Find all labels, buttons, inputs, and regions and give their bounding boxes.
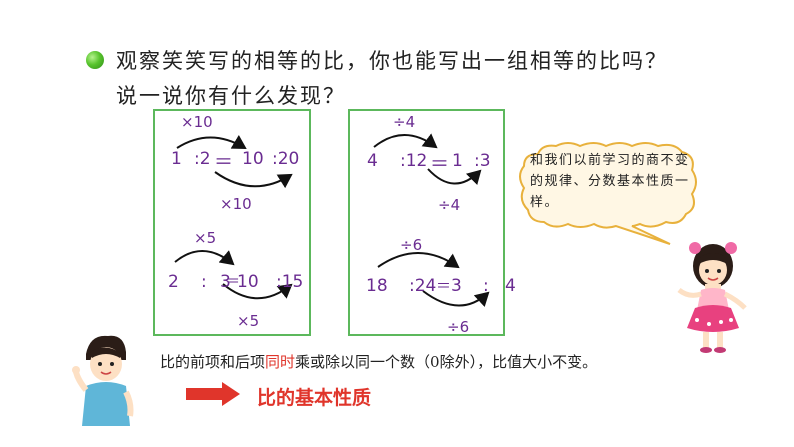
boy-illustration [72, 335, 134, 426]
term-2: 2 [168, 272, 179, 292]
equals-sign: ＝ [214, 151, 234, 173]
arrow-top-times10 [176, 134, 247, 150]
question-line-1: 观察笑笑写的相等的比，你也能写出一组相等的比吗？ [116, 49, 668, 73]
speech-bubble-text: 和我们以前学习的商不变的规律、分数基本性质一样。 [530, 153, 690, 210]
arrow-bottom-times10 [214, 171, 293, 189]
red-arrow-icon [186, 382, 240, 406]
term-18: 18 [366, 276, 388, 296]
term-10b: 10 [237, 272, 259, 292]
arrow-bottom-times5 [222, 283, 293, 300]
conclusion-highlight: 同时 [265, 353, 296, 371]
green-bullet-icon [86, 51, 104, 69]
op-times5-top: ×5 [194, 229, 217, 247]
conclusion-suffix: 乘或除以同一个数（0除外），比值大小不变。 [295, 353, 598, 371]
op-times10-bottom: ×10 [220, 195, 252, 213]
arrow-top-div4 [373, 133, 438, 149]
op-times5-bottom: ×5 [237, 312, 260, 330]
term-colon-12: :12 [400, 151, 428, 171]
girl-illustration [677, 242, 747, 353]
equals-sign-r2: ＝ [436, 277, 452, 295]
op-times10-top: ×10 [181, 113, 213, 131]
term-4: 4 [367, 151, 378, 171]
conclusion-prefix: 比的前项和后项 [160, 353, 266, 371]
term-3: 3 [220, 272, 231, 292]
equals-sign-r: ＝ [430, 153, 450, 175]
term-colon-3: :3 [474, 151, 491, 171]
op-div4-top: ÷4 [393, 113, 416, 131]
property-label: 比的基本性质 [257, 387, 372, 409]
equals-sign-small: ＝ [226, 274, 240, 290]
arrow-top-div6 [377, 252, 460, 269]
right-panel-arrows [373, 133, 490, 308]
term-3r: 3 [451, 276, 462, 296]
speech-bubble-shape [519, 142, 697, 245]
left-panel-arrows [174, 134, 293, 300]
term-colon-2: :2 [194, 149, 211, 169]
term-4r: 4 [505, 276, 516, 296]
term-1r: 1 [452, 151, 463, 171]
term-colon-20: :20 [272, 149, 300, 169]
arrow-top-times5 [174, 250, 235, 266]
op-div6-bottom: ÷6 [447, 318, 470, 336]
term-1: 1 [171, 149, 182, 169]
arrow-bottom-div6 [422, 290, 490, 308]
term-colon-24: :24 [409, 276, 437, 296]
term-10: 10 [242, 149, 264, 169]
op-div6-top: ÷6 [400, 236, 423, 254]
arrow-bottom-div4 [427, 168, 482, 186]
term-colon-15: :15 [276, 272, 304, 292]
term-colon-r: : [483, 276, 489, 296]
term-colon: : [201, 272, 207, 292]
op-div4-bottom: ÷4 [438, 196, 461, 214]
conclusion-text: 比的前项和后项同时乘或除以同一个数（0除外），比值大小不变。 [160, 351, 597, 372]
question-line-2: 说一说你有什么发现？ [116, 84, 346, 108]
